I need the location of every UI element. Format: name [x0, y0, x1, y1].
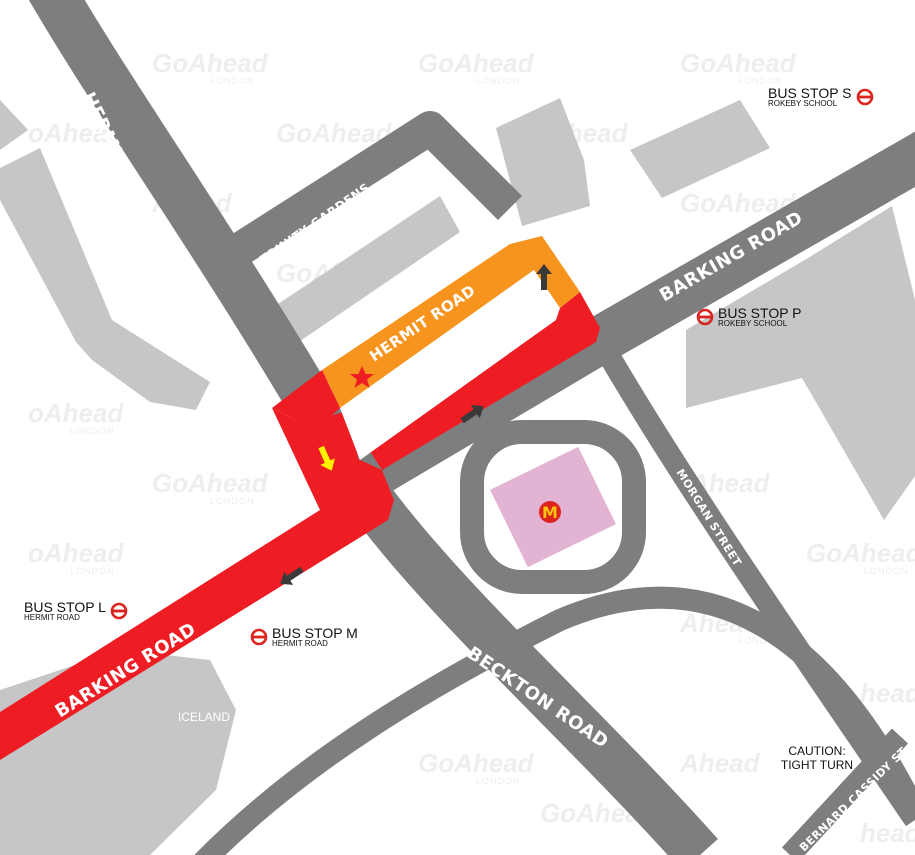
watermark: GoAhead [152, 468, 269, 498]
secondary-road [194, 586, 915, 855]
watermark: head [860, 678, 915, 708]
tfl-roundel-icon [250, 628, 268, 646]
caution-title: CAUTION: [788, 744, 846, 758]
route-red-junction [300, 410, 360, 500]
building [76, 320, 210, 410]
route-red [0, 292, 600, 760]
watermark-sub: LONDON [738, 76, 783, 86]
bus-stop-name: BUS STOP L [24, 599, 106, 615]
watermark-sub: LONDON [70, 566, 115, 576]
arrow-icon-yellow [318, 445, 335, 471]
watermark: oAhead [28, 538, 124, 568]
watermark: Ahead [679, 748, 761, 778]
place-label-iceland: ICELAND [178, 710, 230, 724]
watermark-sub: LONDON [70, 426, 115, 436]
watermark-sub: LONDON [210, 76, 255, 86]
bus-stop-l: BUS STOP L HERMIT ROAD [24, 600, 128, 622]
caution-detail: TIGHT TURN [780, 758, 854, 772]
route-red-corner [272, 370, 340, 430]
watermark: oAhead [28, 398, 124, 428]
watermark: GoAhead [680, 48, 797, 78]
bus-stop-s: BUS STOP S ROKEBY SCHOOL [768, 86, 874, 108]
star-icon [350, 366, 374, 388]
route-red-east [360, 292, 600, 470]
tfl-roundel-icon [110, 602, 128, 620]
building [0, 148, 112, 342]
bus-stop-sub: ROKEBY SCHOOL [718, 319, 788, 328]
bus-stop-name: BUS STOP M [272, 625, 358, 641]
bus-stop-name: BUS STOP S [768, 85, 852, 101]
bus-stop-sub: HERMIT ROAD [24, 613, 80, 622]
watermark: GoAhead [806, 538, 915, 568]
bus-stop-sub: HERMIT ROAD [272, 639, 328, 648]
route-inner-block [340, 270, 556, 460]
bus-stop-p: BUS STOP P ROKEBY SCHOOL [696, 306, 802, 328]
building [0, 100, 28, 150]
watermark-sub: LONDON [476, 76, 521, 86]
bus-stop-m: BUS STOP M HERMIT ROAD [250, 626, 358, 648]
route-orange-segment [322, 236, 580, 408]
watermark: GoAhead [152, 48, 269, 78]
building [630, 100, 770, 198]
tfl-roundel-icon [856, 88, 873, 106]
bus-stop-name: BUS STOP P [718, 305, 802, 321]
caution-note: CAUTION: TIGHT TURN [772, 744, 862, 772]
bus-stop-sub: ROKEBY SCHOOL [768, 99, 838, 108]
watermark: GoAhead [418, 48, 535, 78]
arrow-icon [460, 405, 484, 424]
watermark-sub: LONDON [738, 636, 783, 646]
direction-arrows [280, 264, 552, 585]
arrow-icon [536, 264, 552, 290]
mcdonalds-logo: M [542, 503, 558, 522]
watermark-sub: LONDON [210, 496, 255, 506]
route-red-west [0, 408, 394, 760]
watermark: GoAhead [276, 118, 393, 148]
arrow-icon [280, 566, 304, 585]
watermark-sub: LONDON [864, 566, 909, 576]
building [266, 196, 460, 352]
watermark: GoAhead [418, 748, 535, 778]
bernard-cassidy-road [781, 728, 909, 855]
tfl-roundel-icon [696, 308, 714, 326]
trinity-gardens-road [210, 111, 523, 277]
watermark-sub: LONDON [476, 776, 521, 786]
building [686, 206, 915, 520]
mcdonalds-icon [539, 501, 561, 523]
mcdonalds-loop [460, 420, 646, 594]
